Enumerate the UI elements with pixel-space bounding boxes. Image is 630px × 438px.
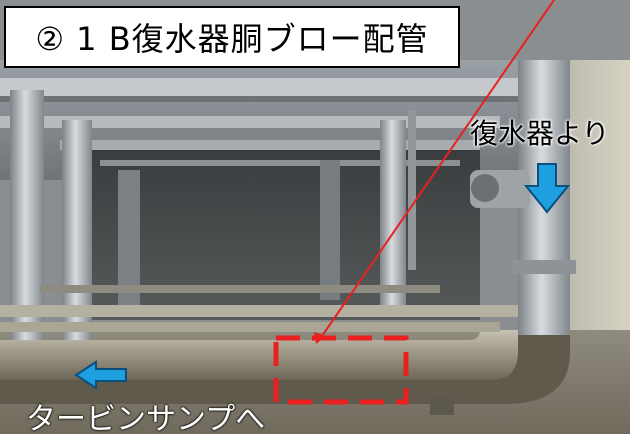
photo-title: ② 1 B復水器胴ブロー配管 <box>4 6 460 68</box>
left-arrow-icon <box>74 360 127 390</box>
highlight-box <box>273 335 409 405</box>
label-from-condenser: 復水器より <box>470 117 610 150</box>
label-to-turbine-sump: タービンサンプへ <box>26 402 266 437</box>
leader-line <box>321 0 555 337</box>
down-arrow-icon <box>523 163 571 214</box>
